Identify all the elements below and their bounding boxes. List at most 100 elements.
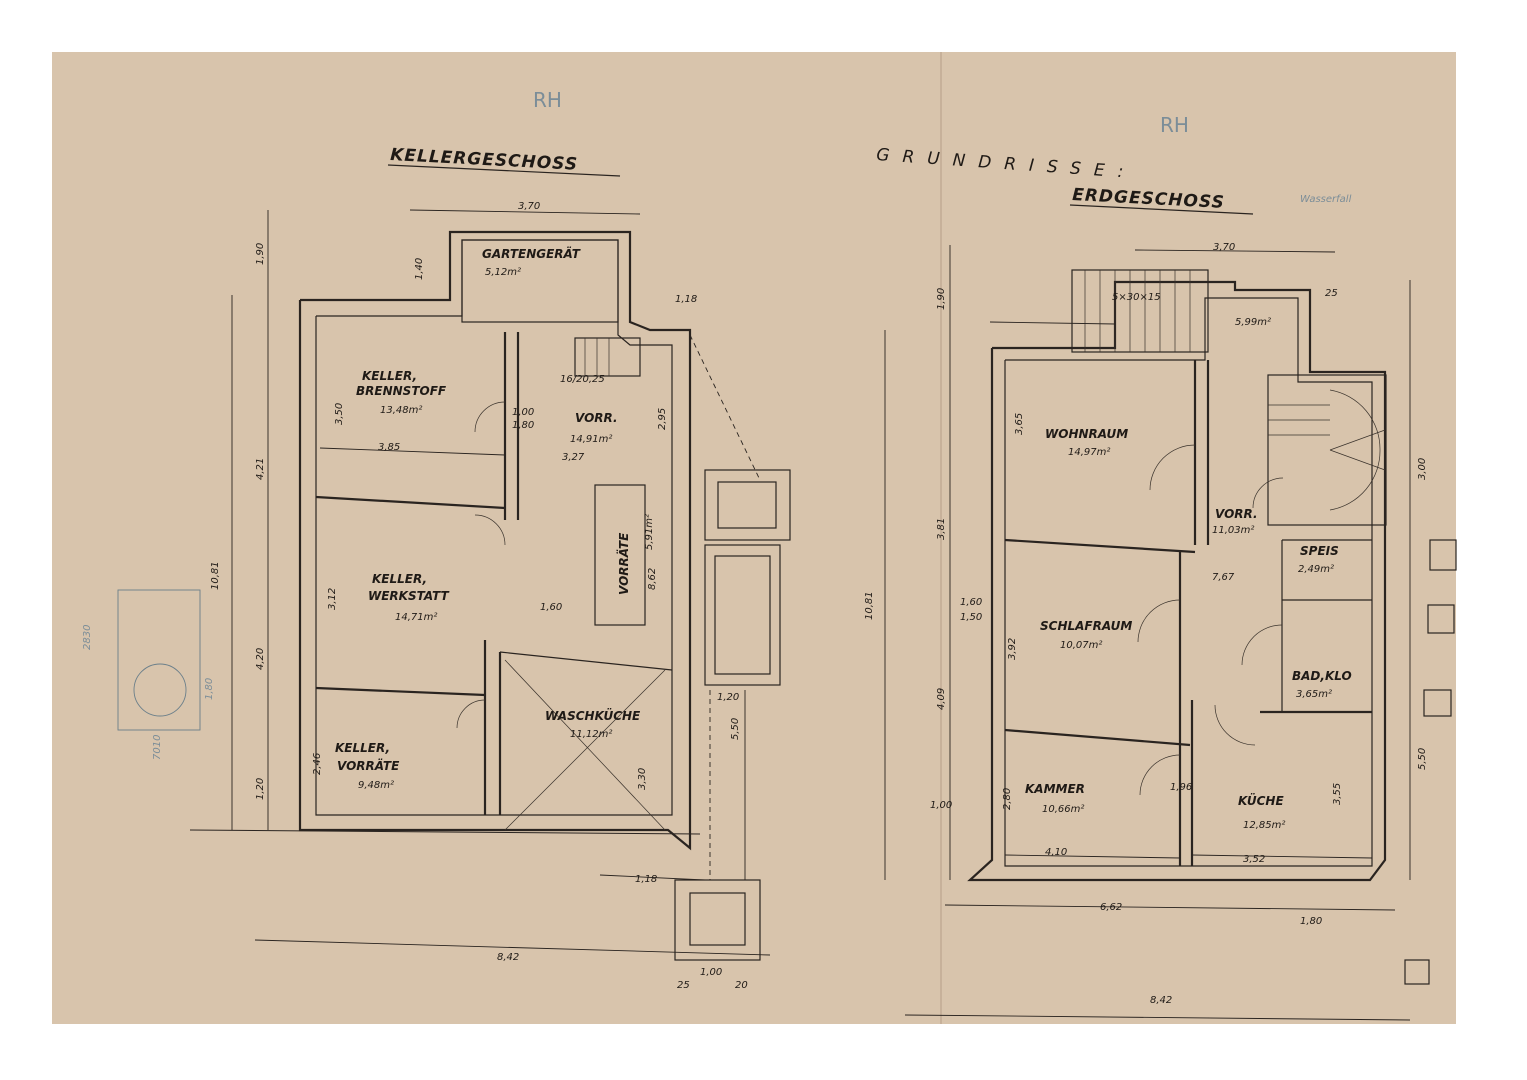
keller-side-box-inner bbox=[714, 555, 771, 675]
keller-title-underline bbox=[387, 164, 621, 177]
erd-dim-d1: 3,65 bbox=[1014, 413, 1025, 435]
erd-dim-d3: 2,80 bbox=[1002, 788, 1013, 810]
erd-dim-inner: 6,62 bbox=[1100, 902, 1122, 913]
keller-dim-d16: 25 bbox=[677, 980, 690, 991]
erd-speis-name: SPEIS bbox=[1300, 544, 1339, 558]
erd-dim-d10: 1,96 bbox=[1170, 782, 1192, 793]
erd-dim-h5: 5,50 bbox=[1417, 748, 1428, 770]
pencil-note-n1: 7010 bbox=[152, 735, 163, 760]
erd-side-box bbox=[1423, 689, 1452, 717]
keller-dim-width: 8,42 bbox=[497, 952, 519, 963]
keller-waschkueche-area: 11,12m² bbox=[570, 729, 612, 740]
erd-wohnraum-area: 14,97m² bbox=[1068, 447, 1110, 458]
initials-right: RH bbox=[1160, 113, 1189, 137]
dashed-line bbox=[689, 334, 761, 481]
erd-entry-stair bbox=[1071, 269, 1209, 353]
dim-line bbox=[904, 1014, 1411, 1021]
erd-schlafraum-name: SCHLAFRAUM bbox=[1040, 619, 1132, 633]
stair-tread bbox=[1329, 449, 1386, 471]
keller-outer-wall bbox=[298, 230, 692, 851]
keller-dim-h3: 4,20 bbox=[255, 648, 266, 670]
door-arc bbox=[1149, 444, 1196, 491]
pencil-sketch-box bbox=[117, 589, 201, 731]
door-arc bbox=[456, 699, 486, 729]
keller-brennstoff-area: 13,48m² bbox=[380, 405, 422, 416]
erd-dim-height: 10,81 bbox=[864, 591, 875, 620]
keller-vorr-area: 14,91m² bbox=[570, 434, 612, 445]
keller-dim-d11: 8,62 bbox=[647, 568, 658, 590]
keller-dim-roomw: 3,85 bbox=[378, 442, 400, 453]
keller-shed-wall bbox=[461, 239, 619, 323]
dim-line bbox=[254, 939, 771, 956]
erd-terrace-area: 5,99m² bbox=[1235, 317, 1271, 328]
keller-dim-h2: 4,21 bbox=[255, 458, 266, 480]
dim-line bbox=[189, 829, 701, 835]
erd-side-box bbox=[1429, 539, 1457, 571]
keller-dim-d2: 3,12 bbox=[327, 588, 338, 610]
erd-dim-d8: 25 bbox=[1325, 288, 1338, 299]
keller-dim-h1: 1,90 bbox=[255, 243, 266, 265]
dim-line bbox=[1004, 854, 1181, 859]
door-arc bbox=[1214, 704, 1256, 746]
erd-dim-h2: 3,81 bbox=[936, 518, 947, 540]
erd-dim-d9: 1,00 bbox=[930, 800, 952, 811]
erd-schlafraum-area: 10,07m² bbox=[1060, 640, 1102, 651]
door-arc bbox=[1137, 599, 1181, 643]
keller-dim-stair: 16/20,25 bbox=[560, 374, 605, 385]
erd-dim-d2: 3,92 bbox=[1007, 638, 1018, 660]
keller-dim-d10: 1,20 bbox=[717, 692, 739, 703]
erd-vorr-area: 11,03m² bbox=[1212, 525, 1254, 536]
erd-kammer-area: 10,66m² bbox=[1042, 804, 1084, 815]
diagonal bbox=[504, 659, 666, 831]
erd-wohnraum-name: WOHNRAUM bbox=[1045, 427, 1128, 441]
keller-title: KELLERGESCHOSS bbox=[390, 145, 579, 175]
stair-tread bbox=[1329, 429, 1386, 451]
erd-dim-d7: 7,67 bbox=[1212, 572, 1235, 583]
wall bbox=[1004, 538, 1196, 554]
keller-dim-h4: 1,20 bbox=[255, 778, 266, 800]
keller-shed-name: GARTENGERÄT bbox=[482, 246, 581, 261]
keller-dim-d13: 1,60 bbox=[540, 602, 562, 613]
erd-vorr-name: VORR. bbox=[1215, 507, 1258, 521]
erd-dim-width: 8,42 bbox=[1150, 995, 1172, 1006]
erd-dim-w3: 1,80 bbox=[1300, 916, 1322, 927]
keller-side-box bbox=[704, 544, 781, 686]
pencil-note-n3: 1,80 bbox=[204, 678, 215, 700]
keller-werkstatt-area: 14,71m² bbox=[395, 612, 437, 623]
keller-dim-d6: 3,30 bbox=[637, 768, 648, 790]
keller-brennstoff-name1: KELLER, bbox=[362, 369, 417, 383]
keller-dim-d9: 1,80 bbox=[512, 420, 534, 431]
dim-line bbox=[409, 209, 641, 215]
diagonal bbox=[504, 669, 666, 831]
keller-dim-d7: 1,18 bbox=[675, 294, 697, 305]
erd-kueche-area: 12,85m² bbox=[1243, 820, 1285, 831]
erd-inner-wall bbox=[1004, 297, 1373, 867]
keller-dim-d5: 5,50 bbox=[730, 718, 741, 740]
keller-plan: GARTENGERÄT 5,12m² KELLER, BRENNSTOFF 13… bbox=[82, 201, 791, 991]
wall bbox=[315, 495, 506, 510]
wall bbox=[499, 651, 673, 671]
keller-dim-d14: 1,18 bbox=[635, 874, 657, 885]
keller-dim-d3: 2,46 bbox=[312, 753, 323, 775]
keller-dim-d15: 1,00 bbox=[700, 967, 722, 978]
erd-side-box bbox=[1404, 959, 1430, 985]
erd-dim-h4: 3,00 bbox=[1417, 458, 1428, 480]
keller-dim-vorrw: 3,27 bbox=[562, 452, 585, 463]
pencil-note-n4: Wasserfall bbox=[1300, 194, 1352, 205]
blueprint-sheet bbox=[52, 52, 1456, 1024]
erd-dim-h3: 4,09 bbox=[936, 688, 947, 710]
keller-pantry bbox=[594, 484, 646, 626]
erd-dim-d4: 3,55 bbox=[1332, 783, 1343, 805]
keller-waschkueche-name: WASCHKÜCHE bbox=[545, 708, 641, 723]
keller-shed-area: 5,12m² bbox=[485, 267, 521, 278]
erd-outer-wall bbox=[967, 280, 1387, 882]
keller-vorraete2-area: 9,48m² bbox=[358, 780, 394, 791]
keller-brennstoff-name2: BRENNSTOFF bbox=[356, 384, 447, 398]
erd-plan: WOHNRAUM 14,97m² VORR. 11,03m² SCHLAFRAU… bbox=[864, 194, 1457, 1021]
dim-line bbox=[1191, 854, 1373, 859]
dim-line bbox=[1134, 249, 1336, 253]
dim-line bbox=[944, 904, 1396, 911]
keller-side-box-inner bbox=[717, 481, 777, 529]
erd-dim-d5: 1,60 bbox=[960, 597, 982, 608]
